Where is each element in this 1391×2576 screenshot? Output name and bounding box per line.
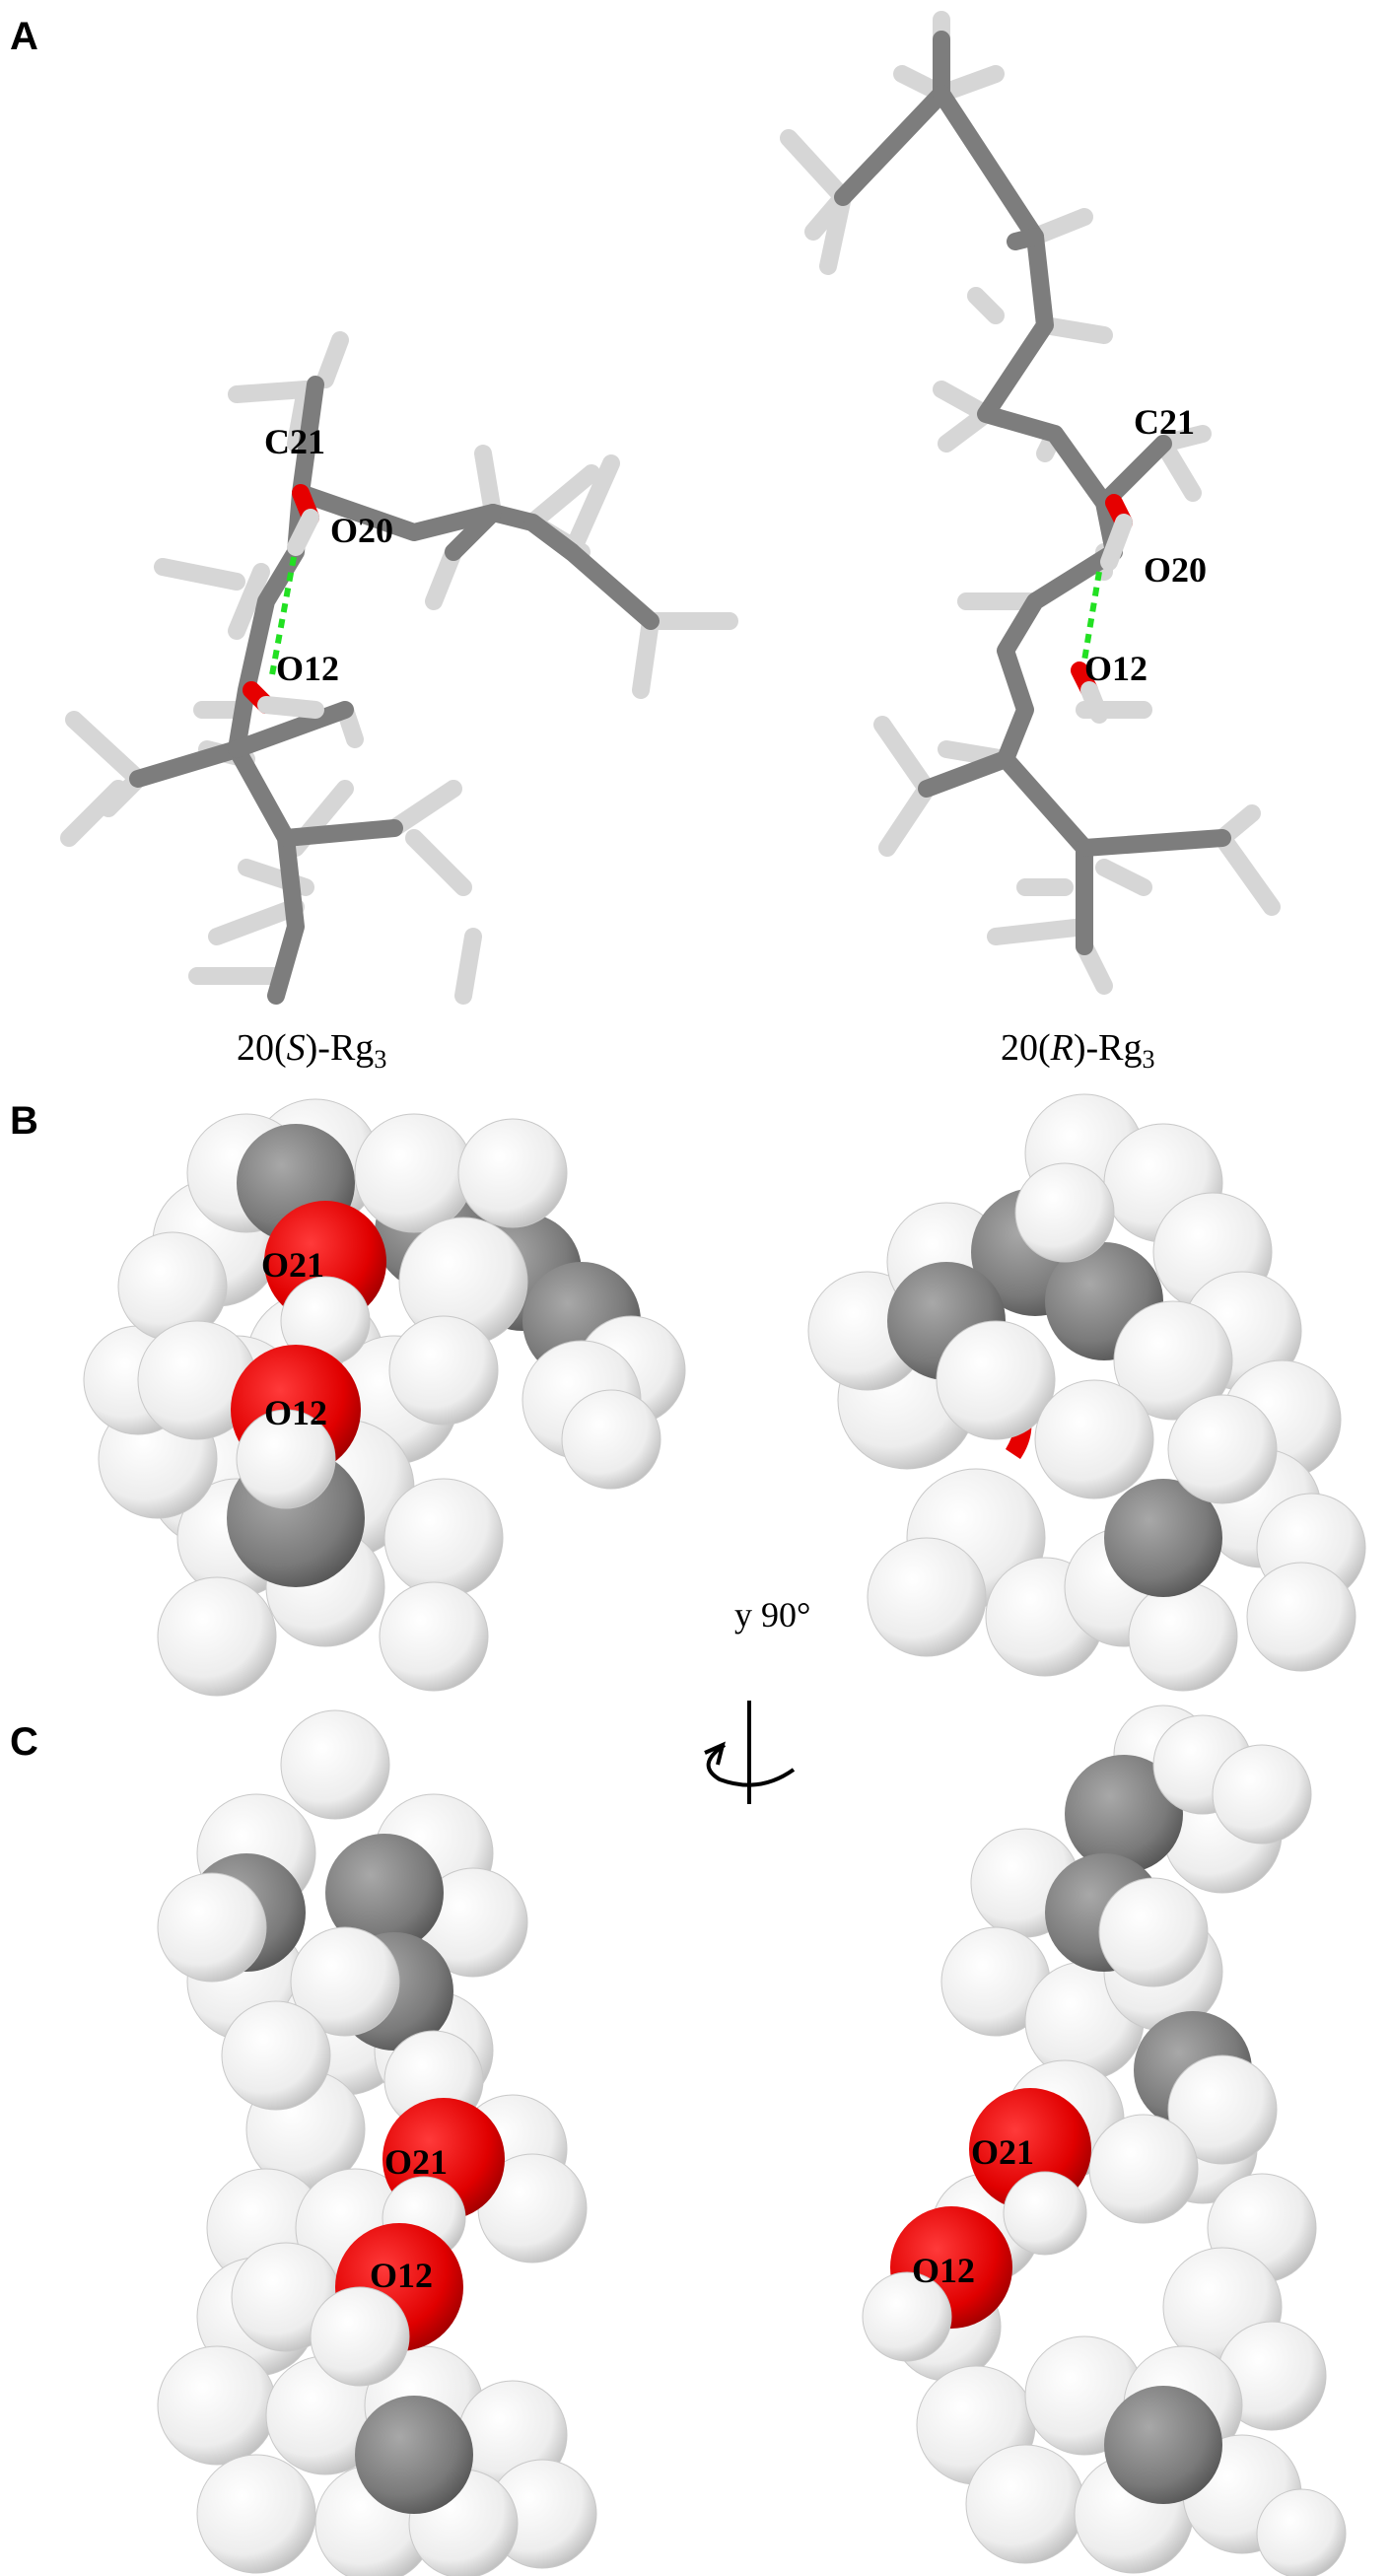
panel-letter-c: C xyxy=(10,1720,38,1764)
stick-model-20r: C21 O20 O12 20(R)-Rg3 xyxy=(780,11,1281,1074)
panel-letter-a: A xyxy=(10,15,38,58)
atom-label-o12-c-left: O12 xyxy=(370,2256,433,2295)
atom-label-o21-b: O21 xyxy=(261,1245,324,1285)
caption-20r-rg3: 20(R)-Rg3 xyxy=(1001,1027,1155,1074)
stick-model-20s: C21 O20 O12 20(S)-Rg3 xyxy=(60,331,738,1074)
caption-20s-rg3: 20(S)-Rg3 xyxy=(237,1027,386,1074)
atom-label-o12-left: O12 xyxy=(276,649,339,688)
rotation-arrow-icon xyxy=(704,1701,796,1804)
atom-label-o20-right: O20 xyxy=(1144,550,1207,590)
atom-label-c21-right: C21 xyxy=(1134,402,1195,442)
atom-label-o12-c-right: O12 xyxy=(912,2251,975,2290)
atom-label-o12-right: O12 xyxy=(1084,649,1148,688)
space-filling-20s-rotated: O21 O12 xyxy=(157,1709,597,2576)
atom-label-o21-c-left: O21 xyxy=(384,2142,448,2182)
atom-label-o20-left: O20 xyxy=(330,511,393,550)
panel-letter-b: B xyxy=(10,1099,38,1143)
space-filling-20r-rotated: O21 O12 xyxy=(862,1705,1347,2576)
space-filling-20r-front xyxy=(807,1093,1366,1692)
space-filling-20s-front: O21 O12 xyxy=(83,1098,686,1697)
atom-label-c21-left: C21 xyxy=(264,422,325,461)
atom-label-o21-c-right: O21 xyxy=(971,2132,1034,2172)
rotation-text: y 90° xyxy=(734,1595,810,1635)
atom-label-o12-b: O12 xyxy=(264,1393,327,1432)
